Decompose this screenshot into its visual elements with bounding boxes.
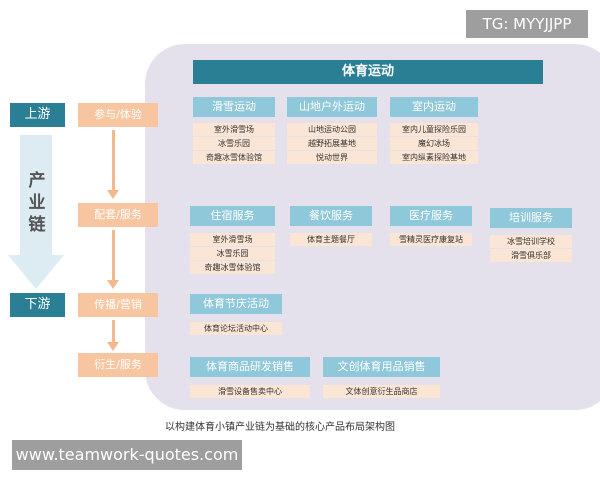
group-item: 冰雪乐园 — [190, 247, 275, 260]
group-item: 奇趣冰雪体验馆 — [190, 261, 275, 274]
group-item: 室内儿童探险乐园 — [390, 123, 478, 136]
group-item: 悦动世界 — [287, 151, 377, 164]
arrow-down-icon — [107, 190, 119, 199]
stage-4: 衍生/服务 — [78, 353, 158, 377]
group-festival: 体育节庆活动 体育论坛活动中心 — [190, 294, 282, 336]
group-item: 体育论坛活动中心 — [190, 322, 282, 335]
group-goods: 体育商品研发销售 滑雪设备售卖中心 — [190, 357, 310, 399]
group-item: 体育主题餐厅 — [290, 233, 372, 246]
group-title: 住宿服务 — [190, 206, 275, 226]
group-ski: 滑雪运动 室外滑雪场冰雪乐园奇趣冰雪体验馆 — [193, 97, 275, 165]
chain-arrow-shaft — [20, 135, 52, 255]
group-title: 山地户外运动 — [287, 97, 377, 117]
group-item: 室外滑雪场 — [193, 123, 275, 136]
group-indoor: 室内运动 室内儿童探险乐园魔幻冰场室内纵素探险基地 — [390, 97, 478, 165]
header-sports: 体育运动 — [193, 60, 543, 84]
group-medical: 医疗服务 雪精灵医疗康复站 — [390, 206, 472, 247]
group-item: 雪精灵医疗康复站 — [390, 233, 472, 246]
group-item: 室外滑雪场 — [190, 233, 275, 246]
group-item: 文体创意衍生品商店 — [323, 385, 440, 398]
group-item: 冰雪乐园 — [193, 137, 275, 150]
watermark-bottom: www.teamwork-quotes.com — [12, 440, 242, 470]
arrow-1 — [112, 130, 115, 190]
group-title: 体育节庆活动 — [190, 294, 282, 314]
group-training: 培训服务 冰雪培训学校滑雪俱乐部 — [490, 208, 572, 263]
group-item: 滑雪俱乐部 — [490, 249, 572, 262]
group-item: 越野拓展基地 — [287, 137, 377, 150]
chain-arrow-head-icon — [8, 255, 64, 289]
group-item: 奇趣冰雪体验馆 — [193, 151, 275, 164]
group-item: 室内纵素探险基地 — [390, 151, 478, 164]
group-dining: 餐饮服务 体育主题餐厅 — [290, 206, 372, 247]
arrow-down-icon — [107, 342, 119, 351]
group-title: 培训服务 — [490, 208, 572, 228]
upstream-label: 上游 — [10, 103, 65, 127]
caption: 以构建体育小镇产业链为基础的核心产品布局架构图 — [165, 422, 395, 433]
group-item: 滑雪设备售卖中心 — [190, 385, 310, 398]
group-title: 室内运动 — [390, 97, 478, 117]
stage-1: 参与/体验 — [78, 103, 158, 127]
group-title: 餐饮服务 — [290, 206, 372, 226]
group-item: 魔幻冰场 — [390, 137, 478, 150]
group-title: 滑雪运动 — [193, 97, 275, 117]
group-title: 体育商品研发销售 — [190, 357, 310, 377]
arrow-3 — [112, 320, 115, 342]
group-cultural: 文创体育用品销售 文体创意衍生品商店 — [323, 357, 440, 399]
group-mountain: 山地户外运动 山地运动公园越野拓展基地悦动世界 — [287, 97, 377, 165]
group-title: 文创体育用品销售 — [323, 357, 440, 377]
stage-3: 传播/营销 — [78, 293, 158, 317]
arrow-2 — [112, 230, 115, 280]
stage-2: 配套/服务 — [78, 203, 158, 227]
group-item: 山地运动公园 — [287, 123, 377, 136]
downstream-label: 下游 — [10, 293, 65, 317]
group-item: 冰雪培训学校 — [490, 235, 572, 248]
chain-label: 产业链 — [28, 171, 46, 235]
arrow-down-icon — [107, 280, 119, 289]
group-lodging: 住宿服务 室外滑雪场冰雪乐园奇趣冰雪体验馆 — [190, 206, 275, 275]
group-title: 医疗服务 — [390, 206, 472, 226]
watermark-top: TG: MYYJJPP — [466, 10, 588, 38]
